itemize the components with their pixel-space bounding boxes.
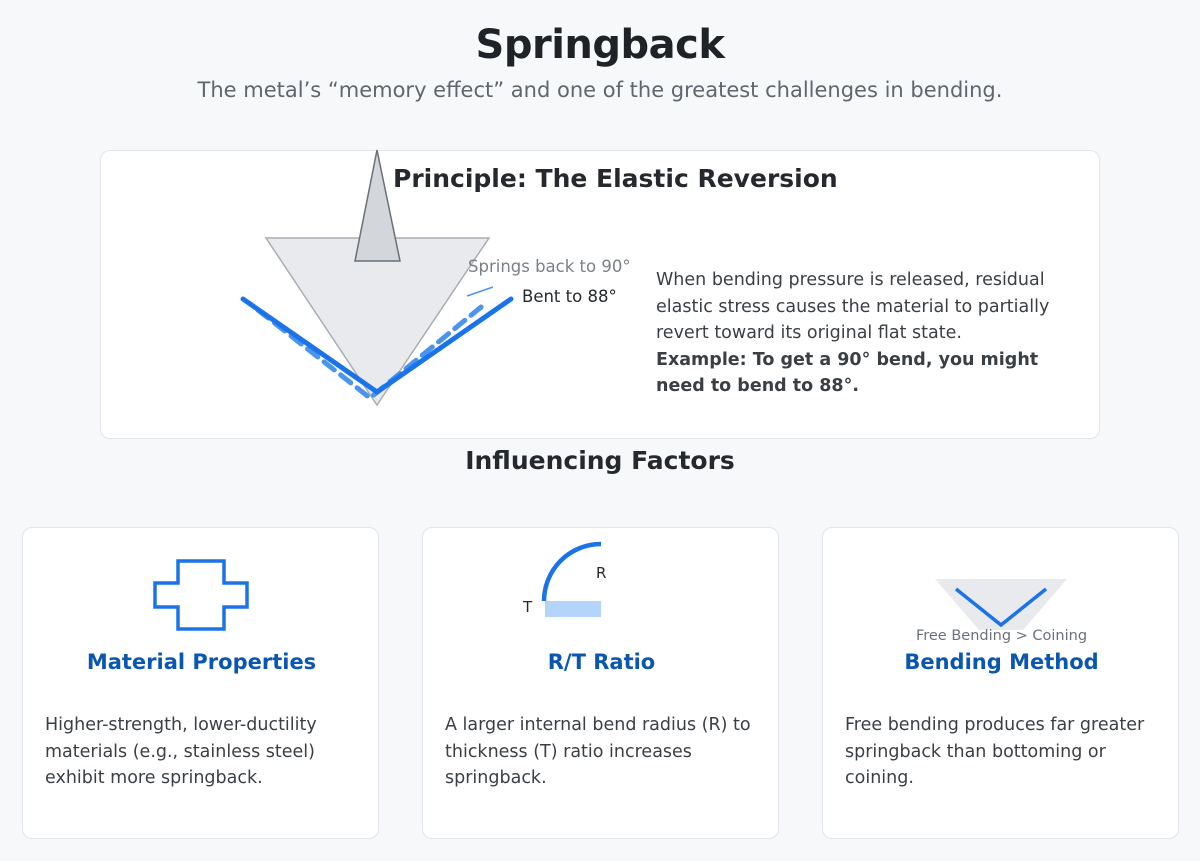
bent-label: Bent to 88° <box>522 287 617 306</box>
principle-description: When bending pressure is released, resid… <box>656 267 1076 400</box>
page-title: Springback <box>475 22 725 68</box>
factors-title: Influencing Factors <box>465 446 735 475</box>
die-shape-small <box>935 579 1067 630</box>
factor-title: Material Properties <box>86 650 317 674</box>
cross-material-icon <box>153 559 249 631</box>
radius-arc <box>541 541 602 602</box>
factor-title: R/T Ratio <box>547 650 656 674</box>
factor-title: Bending Method <box>904 650 1099 674</box>
die-shape <box>264 237 491 407</box>
method-caption: Free Bending > Coining <box>915 628 1088 644</box>
springback-line <box>255 300 489 401</box>
page-subtitle: The metal’s “memory effect” and one of t… <box>197 78 1003 102</box>
bent-v-line <box>954 587 1048 628</box>
factor-text: Higher-strength, lower-ductility materia… <box>45 715 317 788</box>
springs-back-label: Springs back to 90° <box>468 257 631 276</box>
principle-example: Example: To get a 90° bend, you might ne… <box>656 349 1039 397</box>
bend-v-icon <box>935 579 1067 630</box>
bent-line <box>240 296 514 395</box>
thickness-label: T <box>523 598 533 616</box>
springback-diagram <box>240 149 514 407</box>
radius-thickness-icon <box>541 541 602 617</box>
factor-text: Free bending produces far greater spring… <box>845 715 1145 788</box>
factor-card-material: Material Properties Higher-strength, low… <box>22 527 379 839</box>
factor-card-bending-method: Free Bending > Coining Bending Method Fr… <box>822 527 1179 839</box>
springback-leader-line <box>466 286 494 297</box>
punch-shape <box>354 149 401 262</box>
principle-description-text: When bending pressure is released, resid… <box>656 270 1050 343</box>
principle-title: Principle: The Elastic Reversion <box>393 164 838 193</box>
radius-label: R <box>596 564 607 582</box>
factor-card-rt-ratio: T R R/T Ratio A larger internal bend rad… <box>422 527 779 839</box>
principle-card <box>100 150 1100 439</box>
thickness-rect <box>545 601 601 617</box>
factor-text: A larger internal bend radius (R) to thi… <box>445 715 751 788</box>
